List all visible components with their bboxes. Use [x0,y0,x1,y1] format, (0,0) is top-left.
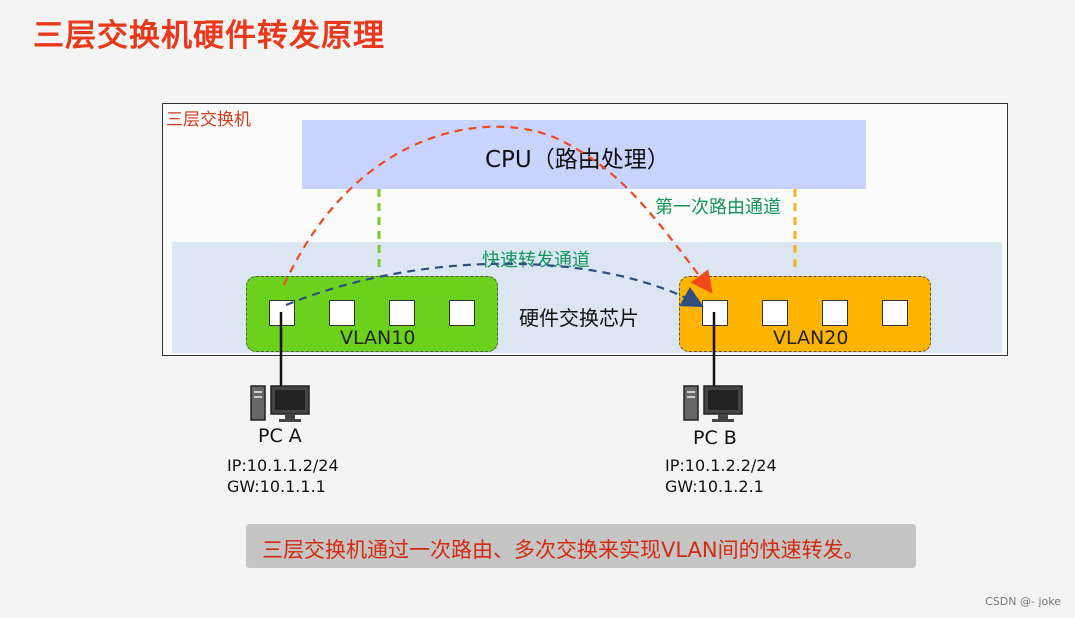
chip-label: 硬件交换芯片 [519,306,639,330]
vlan10-port-4 [449,300,475,326]
watermark: CSDN @- joke [985,595,1061,608]
cpu-label: CPU（路由处理） [485,147,670,173]
pc-a-icon [250,385,310,422]
caption-text: 三层交换机通过一次路由、多次交换来实现VLAN间的快速转发。 [262,538,865,562]
vlan20-port-4 [882,300,908,326]
vlan10-port-3 [389,300,415,326]
vlan20-port-3 [822,300,848,326]
page-title: 三层交换机硬件转发原理 [33,18,385,54]
pc-b-ip: IP:10.1.2.2/24 [665,456,777,475]
first-route-label: 第一次路由通道 [655,197,781,218]
fast-forward-arrow [285,262,704,308]
pc-b-gw: GW:10.1.2.1 [665,477,764,496]
vlan20-port-2 [762,300,788,326]
first-route-arrow [283,125,713,294]
pc-a-ip: IP:10.1.1.2/24 [227,456,339,475]
pc-a-gw: GW:10.1.1.1 [227,477,326,496]
switch-label: 三层交换机 [166,110,251,130]
vlan10-group: VLAN10 [246,276,498,352]
pc-a-label: PC A [258,425,302,447]
pc-b-info: IP:10.1.2.2/24 GW:10.1.2.1 [665,455,777,497]
pc-b-icon [683,385,743,422]
vlan10-port-2 [329,300,355,326]
vlan20-group: VLAN20 [679,276,931,352]
pc-a-info: IP:10.1.1.2/24 GW:10.1.1.1 [227,455,339,497]
pc-b-label: PC B [693,427,737,449]
vlan10-label: VLAN10 [340,327,416,349]
vlan20-label: VLAN20 [773,327,849,349]
caption-box [246,524,916,568]
